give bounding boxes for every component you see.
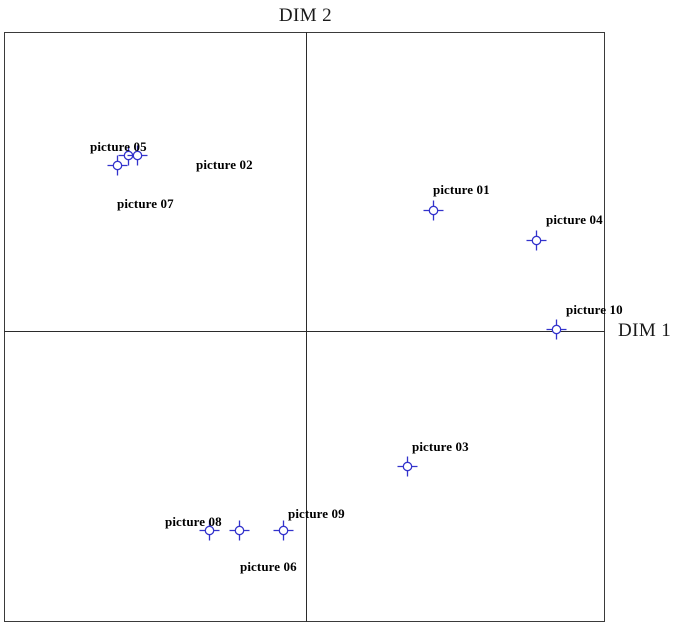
point-label-picture-06: picture 06 — [240, 559, 297, 574]
y-axis-line — [306, 32, 307, 622]
x-axis-title: DIM 1 — [618, 320, 672, 341]
x-axis-line — [4, 331, 605, 332]
data-point-picture-09[interactable] — [273, 520, 294, 541]
point-label-picture-01: picture 01 — [433, 182, 490, 197]
data-point-picture-03[interactable] — [397, 456, 418, 477]
point-label-picture-09: picture 09 — [288, 506, 345, 521]
point-label-picture-08: picture 08 — [165, 514, 222, 529]
point-label-picture-03: picture 03 — [412, 439, 469, 454]
data-point-picture-02[interactable] — [127, 145, 148, 166]
plot-frame — [4, 32, 605, 622]
data-point-picture-08[interactable] — [199, 520, 220, 541]
data-point-picture-07[interactable] — [107, 155, 128, 176]
point-label-picture-04: picture 04 — [546, 212, 603, 227]
data-point-picture-10[interactable] — [546, 319, 567, 340]
data-point-picture-01[interactable] — [423, 200, 444, 221]
point-label-picture-07: picture 07 — [117, 196, 174, 211]
data-point-picture-06[interactable] — [229, 520, 250, 541]
point-label-picture-10: picture 10 — [566, 302, 623, 317]
point-label-picture-05: picture 05 — [90, 139, 147, 154]
point-label-picture-02: picture 02 — [196, 157, 253, 172]
data-point-picture-04[interactable] — [526, 230, 547, 251]
y-axis-title: DIM 2 — [278, 5, 333, 26]
